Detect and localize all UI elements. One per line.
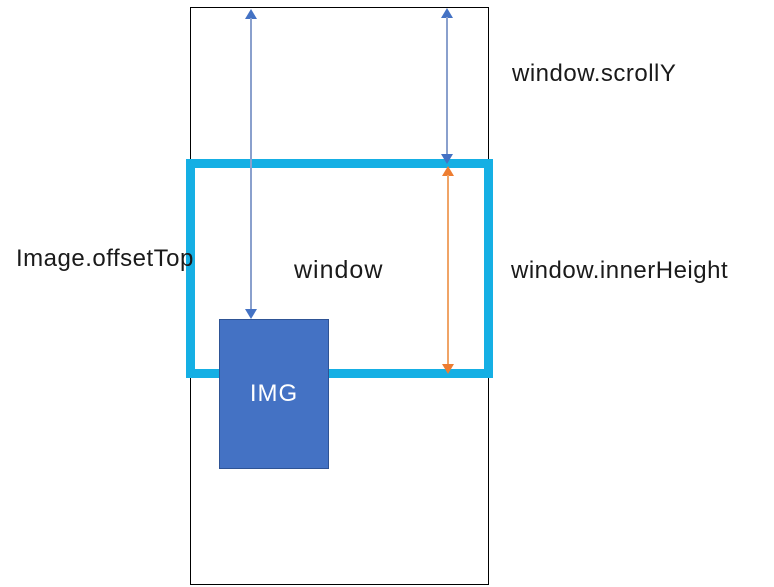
arrow-shaft — [447, 175, 449, 365]
arrow-down-head-icon — [245, 309, 257, 319]
scroll-y-measure-arrow — [441, 8, 453, 164]
scroll-y-label: window.scrollY — [512, 60, 677, 87]
inner-height-label: window.innerHeight — [511, 257, 729, 284]
offset-top-measure-arrow — [245, 9, 257, 319]
offset-top-label: Image.offsetTop — [16, 245, 194, 272]
img-label: IMG — [249, 380, 299, 407]
arrow-shaft — [446, 17, 448, 155]
arrow-down-head-icon — [442, 364, 454, 374]
arrow-up-head-icon — [442, 166, 454, 176]
window-viewport-rectangle — [186, 159, 493, 378]
arrow-up-head-icon — [245, 9, 257, 19]
window-label: window — [294, 256, 384, 284]
img-element-box: IMG — [219, 319, 329, 469]
inner-height-measure-arrow — [442, 166, 454, 374]
arrow-up-head-icon — [441, 8, 453, 18]
arrow-down-head-icon — [441, 154, 453, 164]
arrow-shaft — [250, 18, 252, 310]
